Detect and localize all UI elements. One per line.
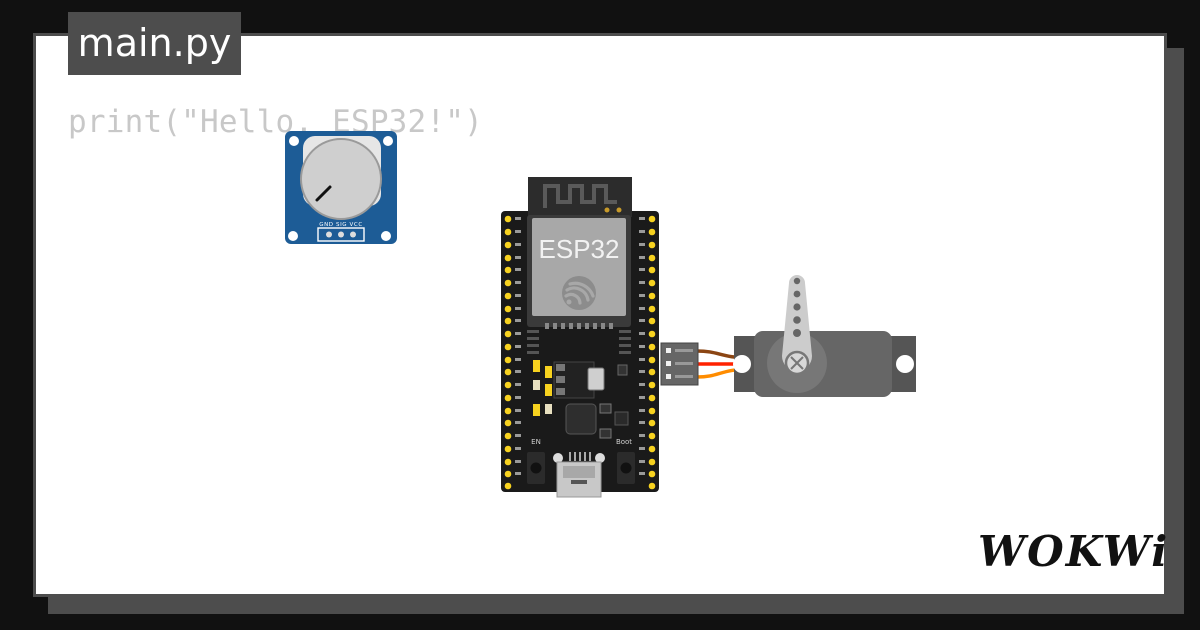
esp32-shield (532, 218, 626, 316)
file-tab-main[interactable]: main.py (68, 12, 241, 75)
boot-button[interactable] (617, 452, 635, 484)
pot-knob (300, 138, 382, 220)
usb-port[interactable] (556, 461, 602, 498)
pin-label-marks (515, 217, 645, 475)
right-pin-header (648, 215, 656, 490)
en-label: EN (531, 438, 541, 446)
wokwi-logo: WOKWi (978, 527, 1169, 576)
potentiometer-module[interactable]: GND SIG VCC (285, 131, 397, 244)
wokwi-logo-text: WOKWi (978, 527, 1169, 576)
left-pin-header (504, 215, 512, 490)
esp32-board[interactable]: ESP32 (501, 177, 659, 498)
pot-indicator (315, 185, 332, 202)
pot-pin-labels: GND SIG VCC (319, 222, 363, 228)
en-button[interactable] (527, 452, 545, 484)
espressif-logo-icon (562, 276, 596, 310)
esp32-label: ESP32 (539, 234, 620, 264)
usb-chip (565, 403, 597, 435)
antenna-trace (543, 184, 617, 208)
code-line[interactable]: print("Hello, ESP32!") (68, 104, 483, 140)
boot-label: Boot (616, 438, 632, 446)
servo-motor[interactable] (660, 275, 916, 397)
